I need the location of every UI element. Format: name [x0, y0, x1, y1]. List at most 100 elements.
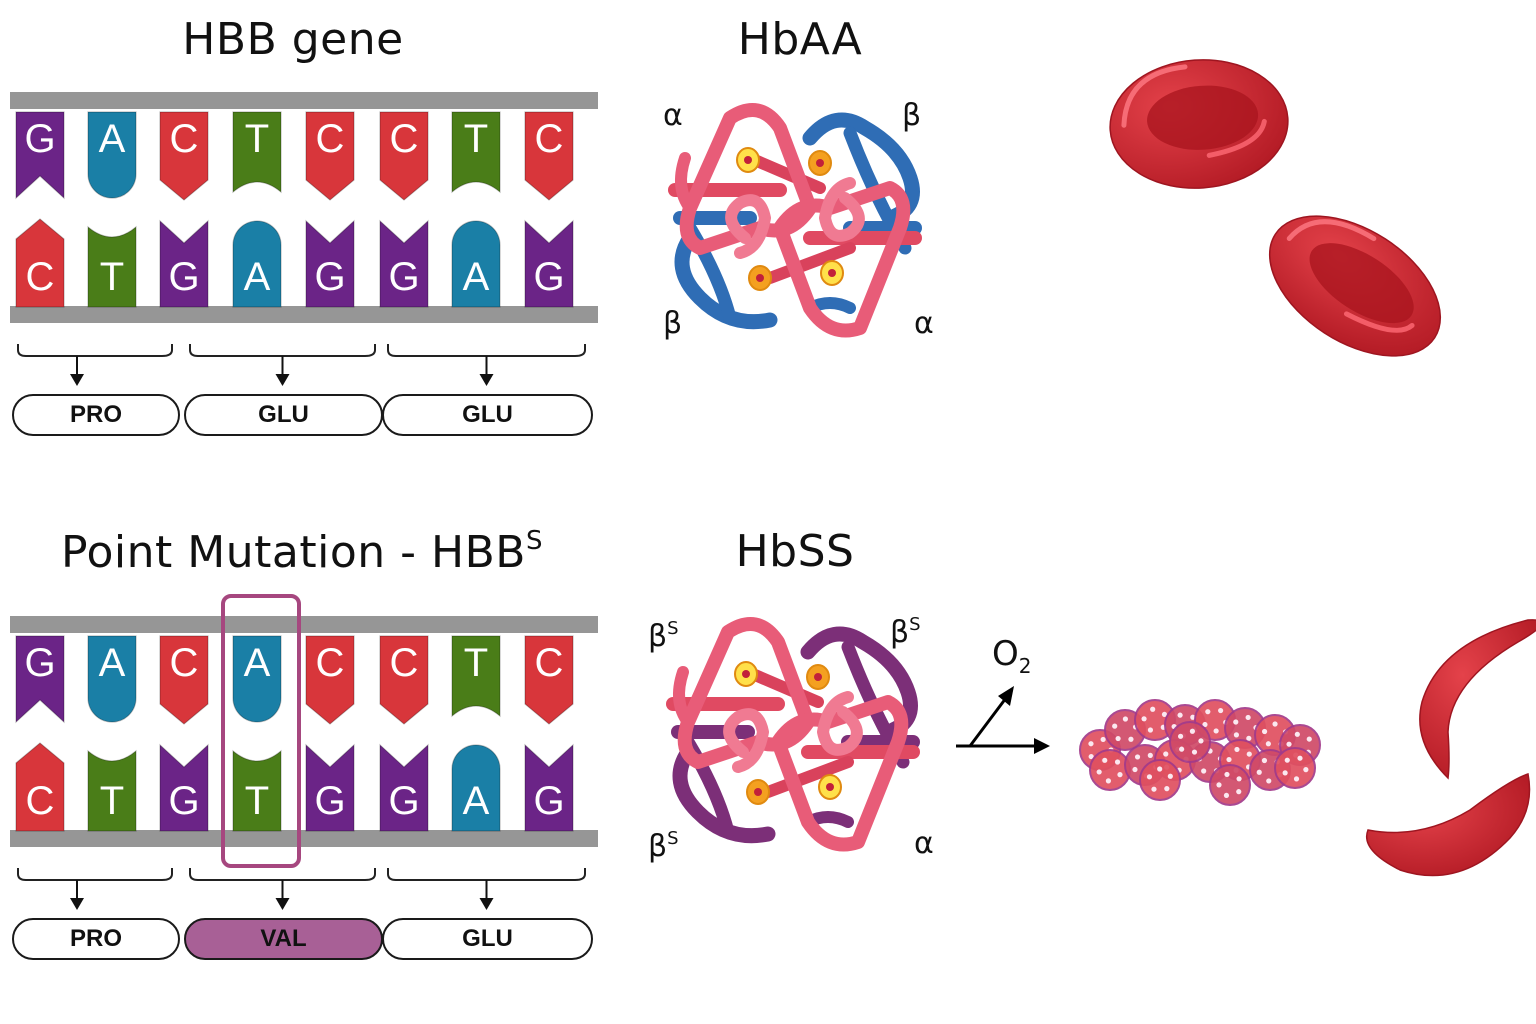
- nucleotide-C: C: [524, 633, 574, 725]
- subunit-label-alpha-bottom-right: α: [914, 306, 934, 341]
- mutation-title-sup: S: [525, 526, 543, 556]
- subunit-label-alpha-top-left: α: [663, 98, 683, 133]
- nucleotide-G: G: [159, 218, 209, 308]
- nucleotide-letter: A: [243, 255, 271, 299]
- nucleotide-letter: G: [168, 779, 200, 823]
- nucleotide-letter: C: [315, 641, 345, 685]
- nucleotide-A: A: [232, 633, 282, 723]
- hemoglobin-hbaa-icon: [668, 103, 922, 338]
- sickle-cell-icon: [1366, 773, 1531, 877]
- mutation-title: Point Mutation - HBBS: [61, 526, 543, 578]
- nucleotide-G: G: [524, 218, 574, 308]
- nucleotide-letter: T: [244, 117, 270, 161]
- nucleotide-letter: G: [388, 255, 420, 299]
- amino-acid-pro: PRO: [12, 918, 180, 960]
- nucleotide-letter: C: [169, 117, 199, 161]
- nucleotide-letter: A: [462, 255, 490, 299]
- nucleotide-G: G: [305, 218, 355, 308]
- hbaa-title: HbAA: [737, 14, 863, 65]
- nucleotide-C: C: [305, 633, 355, 725]
- nucleotide-letter: C: [534, 117, 564, 161]
- amino-acid-glu: GLU: [382, 394, 593, 436]
- nucleotide-C: C: [159, 633, 209, 725]
- nucleotide-A: A: [87, 633, 137, 723]
- nucleotide-C: C: [159, 109, 209, 201]
- red-blood-cell-icon: [1268, 215, 1442, 357]
- codon-bracket-icon: [387, 344, 586, 386]
- subunit-label-beta-top-right: β: [902, 98, 922, 133]
- nucleotide-G: G: [15, 109, 65, 200]
- amino-acid-val: VAL: [184, 918, 383, 960]
- hbss-title: HbSS: [735, 526, 855, 577]
- nucleotide-C: C: [15, 218, 65, 308]
- mutation-highlight-box: [221, 594, 301, 868]
- hbs-polymer-fiber-icon: [1079, 699, 1321, 806]
- nucleotide-G: G: [15, 633, 65, 724]
- nucleotide-T: T: [87, 742, 137, 832]
- oxygen-label: O2: [992, 634, 1032, 678]
- subunit-label-betas-bottom-left: βS: [648, 828, 679, 864]
- nucleotide-letter: C: [389, 641, 419, 685]
- nucleotide-letter: C: [534, 641, 564, 685]
- nucleotide-letter: A: [98, 117, 126, 161]
- nucleotide-T: T: [232, 742, 282, 832]
- nucleotide-letter: G: [314, 255, 346, 299]
- codon-bracket-icon: [189, 344, 376, 386]
- subunit-label-alpha-bottom-right-mut: α: [914, 826, 934, 861]
- nucleotide-letter: T: [463, 117, 489, 161]
- nucleotide-C: C: [15, 742, 65, 832]
- dna-backbone-bottom: [10, 306, 598, 323]
- nucleotide-letter: T: [99, 255, 125, 299]
- subunit-label-betas-top-right: βS: [890, 614, 921, 650]
- nucleotide-G: G: [305, 742, 355, 832]
- amino-acid-glu: GLU: [184, 394, 383, 436]
- codon-bracket-icon: [17, 868, 173, 910]
- nucleotide-G: G: [379, 742, 429, 832]
- dna-backbone-bottom: [10, 830, 598, 847]
- nucleotide-T: T: [87, 218, 137, 308]
- nucleotide-G: G: [159, 742, 209, 832]
- nucleotide-C: C: [379, 633, 429, 725]
- nucleotide-letter: G: [314, 779, 346, 823]
- subunit-label-beta-bottom-left: β: [663, 306, 683, 341]
- nucleotide-letter: T: [99, 779, 125, 823]
- nucleotide-C: C: [524, 109, 574, 201]
- nucleotide-letter: G: [24, 641, 56, 685]
- nucleotide-G: G: [379, 218, 429, 308]
- nucleotide-letter: T: [463, 641, 489, 685]
- nucleotide-letter: G: [533, 255, 565, 299]
- nucleotide-letter: T: [244, 779, 270, 823]
- nucleotide-A: A: [451, 218, 501, 308]
- nucleotide-A: A: [87, 109, 137, 199]
- subunit-label-betas-top-left: βS: [648, 618, 679, 654]
- nucleotide-A: A: [232, 218, 282, 308]
- sickle-cell-icon: [1419, 619, 1536, 780]
- hemoglobin-hbss-icon: [666, 617, 920, 852]
- nucleotide-C: C: [305, 109, 355, 201]
- codon-bracket-icon: [387, 868, 586, 910]
- codon-bracket-icon: [17, 344, 173, 386]
- nucleotide-T: T: [232, 109, 282, 199]
- nucleotide-letter: G: [533, 779, 565, 823]
- dna-backbone-top: [10, 92, 598, 109]
- dna-backbone-top: [10, 616, 598, 633]
- nucleotide-letter: A: [243, 641, 271, 685]
- nucleotide-letter: A: [98, 641, 126, 685]
- nucleotide-T: T: [451, 633, 501, 723]
- nucleotide-letter: A: [462, 779, 490, 823]
- nucleotide-letter: C: [169, 641, 199, 685]
- red-blood-cell-icon: [1109, 59, 1289, 189]
- mutation-title-text: Point Mutation - HBB: [61, 527, 526, 578]
- nucleotide-T: T: [451, 109, 501, 199]
- amino-acid-glu: GLU: [382, 918, 593, 960]
- nucleotide-letter: C: [25, 779, 55, 823]
- nucleotide-letter: C: [389, 117, 419, 161]
- amino-acid-pro: PRO: [12, 394, 180, 436]
- nucleotide-letter: G: [388, 779, 420, 823]
- nucleotide-letter: C: [315, 117, 345, 161]
- nucleotide-A: A: [451, 742, 501, 832]
- oxygen-release-arrow-icon: [956, 686, 1050, 754]
- codon-bracket-icon: [189, 868, 376, 910]
- nucleotide-C: C: [379, 109, 429, 201]
- nucleotide-letter: G: [24, 117, 56, 161]
